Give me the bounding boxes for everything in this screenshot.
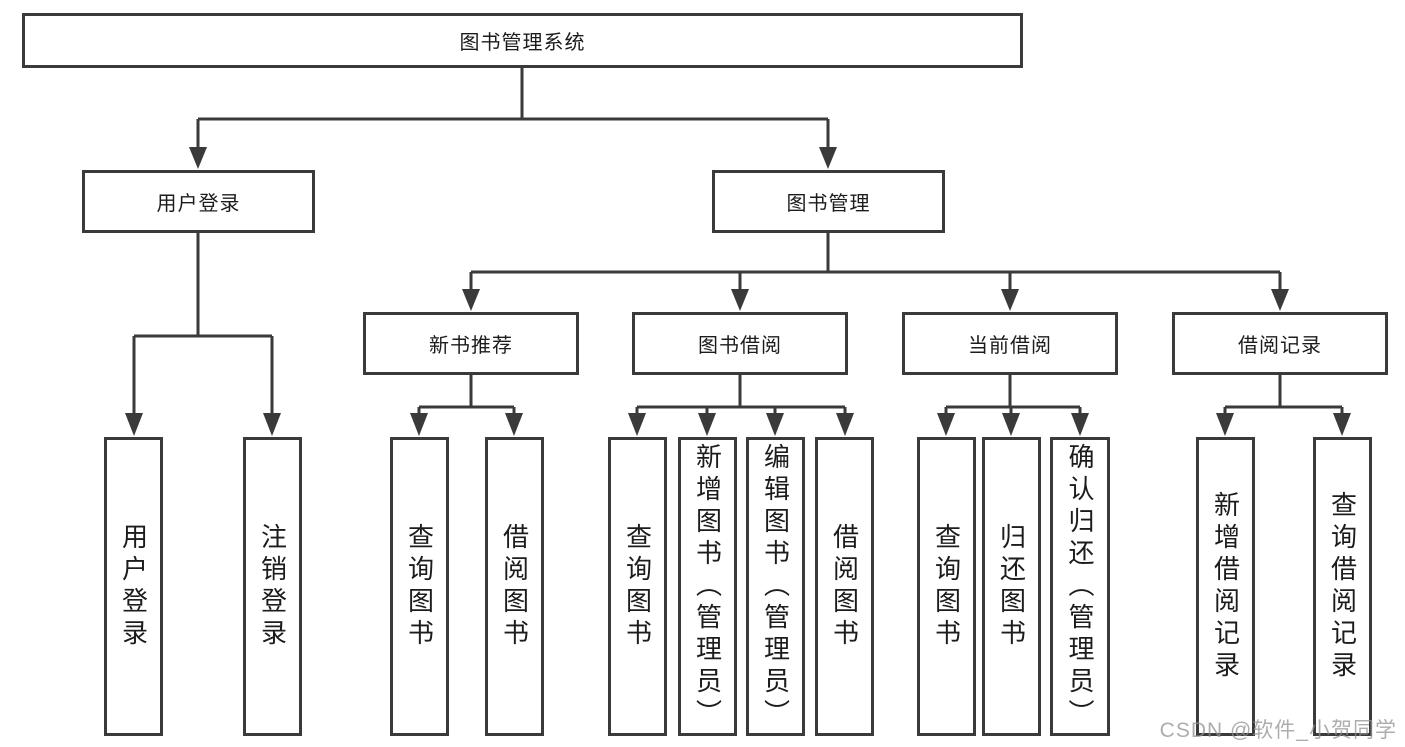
node-label: 借阅图书 (499, 522, 530, 651)
node-label: 查询图书 (931, 522, 962, 651)
node-label: 归还图书 (996, 522, 1027, 651)
connector-root-to-level1 (196, 67, 830, 150)
arrowhead (1216, 413, 1234, 436)
leaf-borrow-books: 借阅图书 (815, 437, 874, 736)
node-new-book-recommendation: 新书推荐 (363, 312, 579, 375)
arrowhead (731, 289, 749, 311)
node-book-management: 图书管理 (712, 170, 945, 233)
leaf-query-books: 查询图书 (608, 437, 667, 736)
node-label: 新增借阅记录 (1210, 490, 1241, 683)
arrowhead (189, 147, 207, 169)
node-label: 图书管理系统 (459, 32, 586, 54)
node-label: 注销登录 (257, 522, 288, 651)
connector-book-borrowing-children (635, 374, 847, 416)
arrowhead (698, 413, 716, 436)
leaf-borrow-books: 借阅图书 (485, 437, 544, 736)
node-label: 借阅图书 (829, 522, 860, 651)
node-label: 用户登录 (118, 522, 149, 651)
arrowhead (937, 413, 955, 436)
leaf-query-books: 查询图书 (917, 437, 976, 736)
node-label: 新书推荐 (429, 335, 513, 357)
leaf-add-borrowing-record: 新增借阅记录 (1196, 437, 1255, 736)
node-label: 新增图书（管理员） (692, 442, 723, 731)
node-label: 查询图书 (622, 522, 653, 651)
leaf-edit-books-admin: 编辑图书（管理员） (746, 437, 805, 736)
node-label: 当前借阅 (968, 335, 1052, 357)
arrowhead (1333, 413, 1351, 436)
node-book-borrowing: 图书借阅 (632, 312, 848, 375)
leaf-add-books-admin: 新增图书（管理员） (678, 437, 737, 736)
node-label: 查询借阅记录 (1327, 490, 1358, 683)
arrowhead (462, 289, 480, 311)
arrowhead (1071, 413, 1089, 436)
arrowhead (628, 413, 646, 436)
connector-borrowing-records-children (1223, 374, 1344, 416)
node-label: 确认归还（管理员） (1065, 442, 1095, 731)
node-label: 查询图书 (404, 522, 435, 651)
arrowhead (766, 413, 784, 436)
leaf-return-books: 归还图书 (982, 437, 1041, 736)
node-label: 用户登录 (156, 193, 241, 215)
leaf-confirm-return-admin: 确认归还（管理员） (1050, 437, 1110, 736)
node-current-borrowing: 当前借阅 (902, 312, 1118, 375)
arrowhead (410, 413, 428, 436)
node-borrowing-records: 借阅记录 (1172, 312, 1388, 375)
node-user-login: 用户登录 (82, 170, 315, 233)
connector-current-borrowing-children (944, 374, 1082, 416)
node-label: 图书借阅 (698, 335, 782, 357)
leaf-query-borrowing-record: 查询借阅记录 (1313, 437, 1372, 736)
watermark-text: CSDN @软件_小贺同学 (1159, 719, 1397, 742)
arrowhead (505, 413, 523, 436)
arrowhead (1002, 413, 1020, 436)
connector-book-management-children (469, 232, 1282, 292)
leaf-user-login: 用户登录 (104, 437, 163, 736)
arrowhead (263, 413, 281, 436)
arrowhead (836, 413, 854, 436)
arrowhead (1271, 289, 1289, 311)
arrowhead (125, 413, 143, 436)
node-label: 图书管理 (786, 193, 871, 215)
node-label: 编辑图书（管理员） (760, 442, 791, 731)
arrowhead (819, 147, 837, 169)
leaf-query-books: 查询图书 (390, 437, 449, 736)
node-label: 借阅记录 (1238, 335, 1322, 357)
arrowhead (1001, 289, 1019, 311)
connector-user-login-children (132, 232, 274, 416)
connector-new-book-recommendation-children (417, 374, 516, 416)
node-library-management-system: 图书管理系统 (22, 13, 1023, 68)
leaf-logout: 注销登录 (243, 437, 302, 736)
